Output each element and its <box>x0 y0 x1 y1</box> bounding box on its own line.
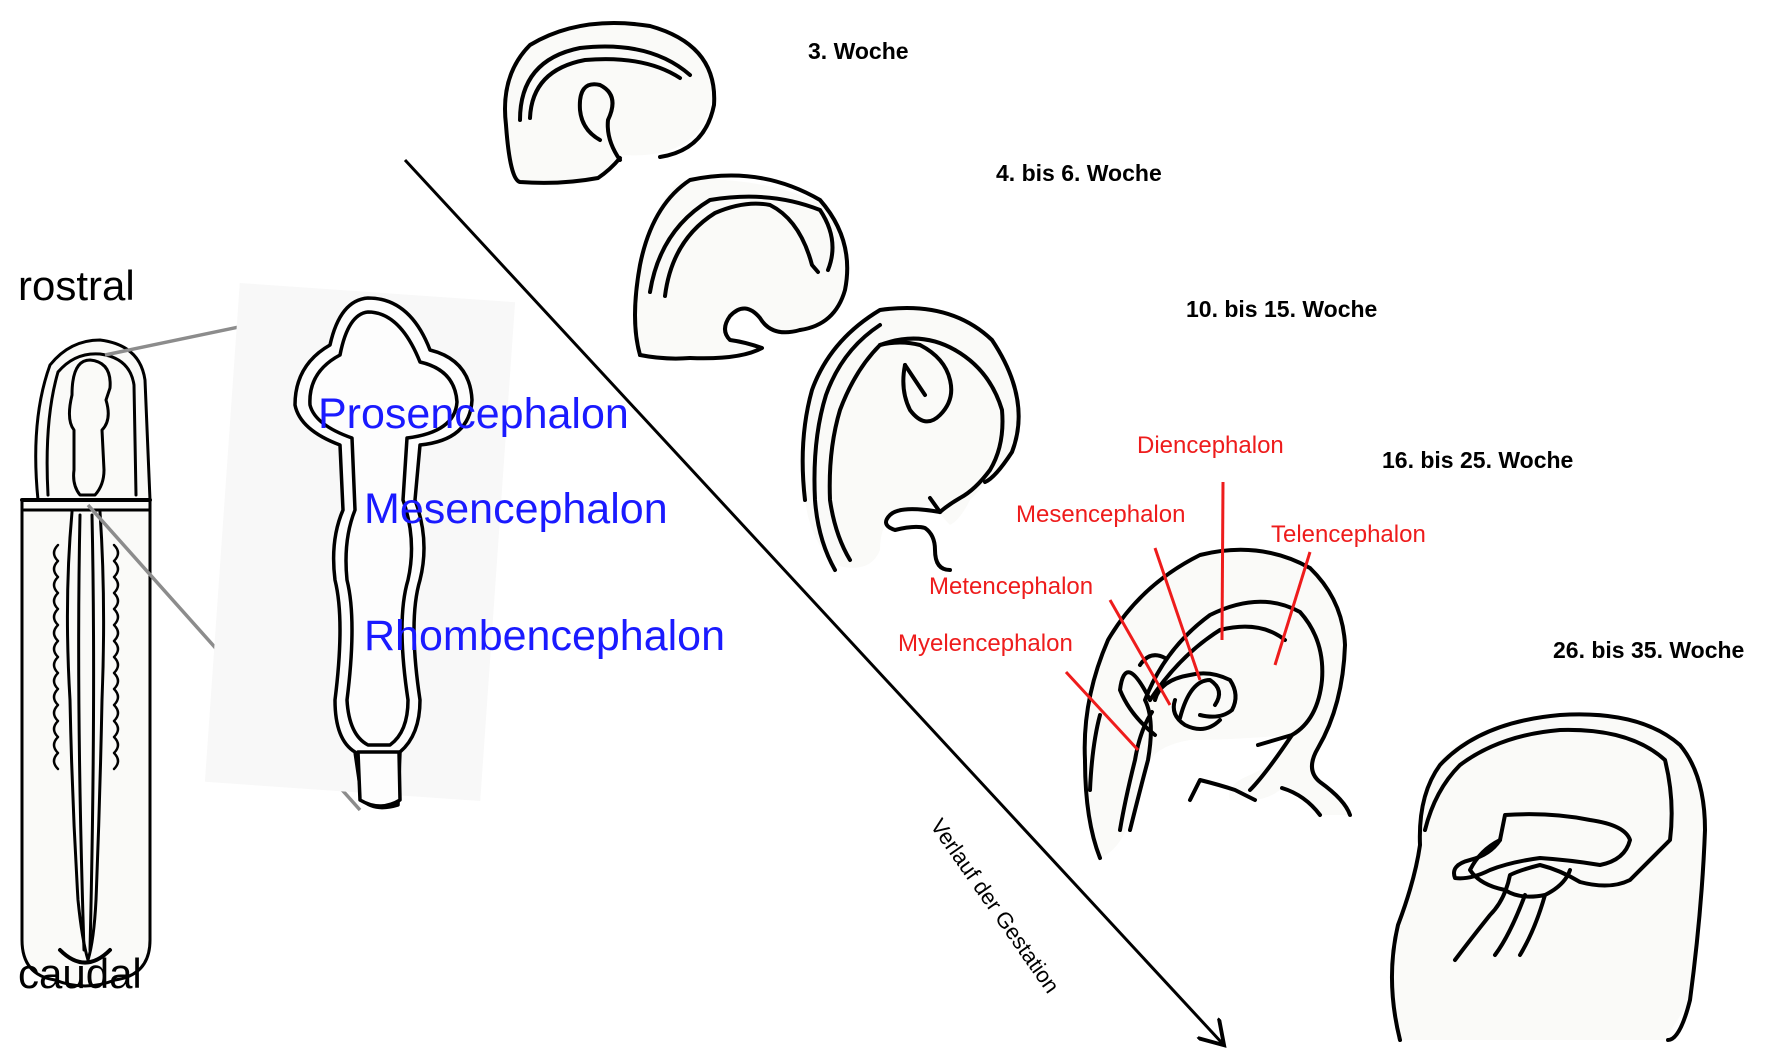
prosencephalon-label: Prosencephalon <box>318 390 629 439</box>
rhombencephalon-label: Rhombencephalon <box>364 612 725 661</box>
brain-week-16-25 <box>1085 550 1350 858</box>
embryo-drawing <box>22 340 150 986</box>
week-label-16-25: 16. bis 25. Woche <box>1382 447 1573 474</box>
brain-week-26-35 <box>1391 714 1705 1040</box>
myelencephalon-label: Myelencephalon <box>898 630 1073 658</box>
mesencephalon-secondary-label: Mesencephalon <box>1016 501 1185 529</box>
rostral-label: rostral <box>18 262 135 310</box>
week-label-26-35: 26. bis 35. Woche <box>1553 637 1744 664</box>
week-label-4-6: 4. bis 6. Woche <box>996 160 1162 187</box>
week-label-3: 3. Woche <box>808 38 909 65</box>
telencephalon-label: Telencephalon <box>1271 521 1426 549</box>
brain-week-4-6 <box>635 176 847 359</box>
neural-tube-drawing <box>205 283 515 808</box>
diencephalon-label: Diencephalon <box>1137 432 1284 460</box>
brain-week-3 <box>504 23 714 186</box>
brain-week-10-15 <box>803 308 1019 570</box>
metencephalon-label: Metencephalon <box>929 573 1093 601</box>
caudal-label: caudal <box>18 950 142 998</box>
week-label-10-15: 10. bis 15. Woche <box>1186 296 1377 323</box>
mesencephalon-label: Mesencephalon <box>364 485 668 534</box>
